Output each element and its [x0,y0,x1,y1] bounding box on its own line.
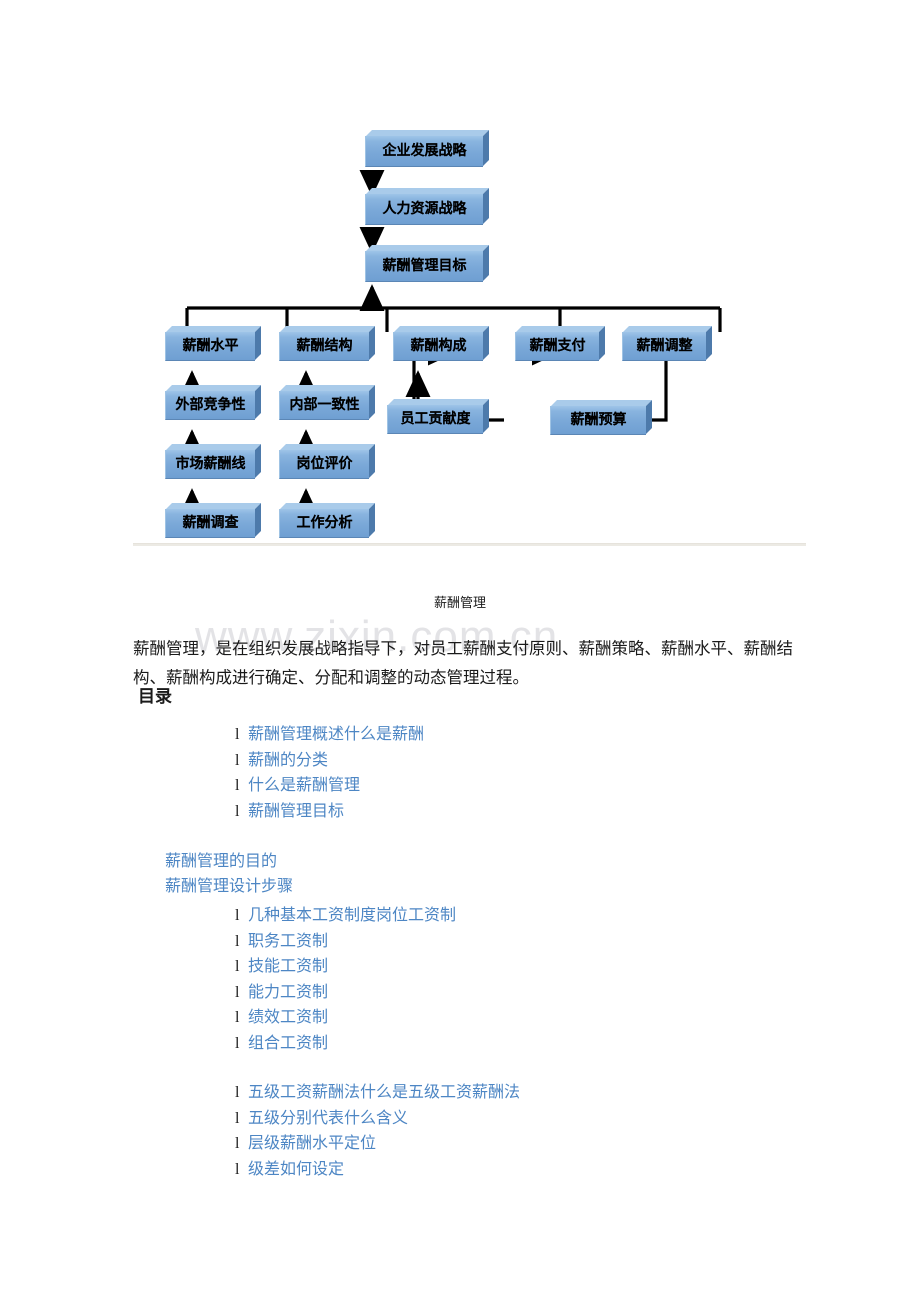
toc-item[interactable]: l 薪酬管理目标 [235,799,424,825]
toc-item[interactable]: l 什么是薪酬管理 [235,773,424,799]
node-salary-goal: 薪酬管理目标 [365,251,483,282]
toc-link[interactable]: 技能工资制 [248,958,329,975]
node-salary-adjustment: 薪酬调整 [622,332,706,361]
toc-link[interactable]: 五级分别代表什么含义 [248,1109,409,1127]
toc-group-wage-systems: l 几种基本工资制度岗位工资制 l 职务工资制 l 技能工资制 l 能力工资制 l 绩效工… [235,903,456,1056]
list-bullet-icon: l [235,1109,240,1127]
node-label: 内部一致性 [289,397,360,413]
node-label: 薪酬水平 [182,338,239,354]
node-salary-composition: 薪酬构成 [393,332,483,361]
toc-item[interactable]: l 能力工资制 [235,980,456,1006]
figure-caption: 薪酬管理 [433,595,486,610]
toc-item[interactable]: l 绩效工资制 [235,1005,456,1031]
list-bullet-icon: l [235,1034,240,1052]
list-bullet-icon: l [235,726,240,743]
node-label: 薪酬调查 [182,515,239,531]
toc-group-five-level: l 五级工资薪酬法什么是五级工资薪酬法 l 五级分别代表什么含义 l 层级薪酬水平定位… [235,1080,520,1182]
toc-link-design-steps[interactable]: 薪酬管理设计步骤 [165,878,294,895]
node-salary-survey: 薪酬调查 [165,509,255,538]
list-bullet-icon: l [235,777,240,794]
node-job-analysis: 工作分析 [279,509,369,538]
node-job-evaluation: 岗位评价 [279,450,369,479]
node-label: 薪酬构成 [410,338,467,354]
toc-link[interactable]: 层级薪酬水平定位 [248,1135,377,1152]
list-bullet-icon: l [235,751,240,769]
list-bullet-icon: l [235,1009,240,1026]
list-bullet-icon: l [235,932,240,950]
node-market-salary-line: 市场薪酬线 [165,450,255,479]
toc-link[interactable]: 薪酬管理目标 [248,802,345,820]
toc-item[interactable]: l 五级分别代表什么含义 [235,1106,520,1132]
toc-link[interactable]: 职务工资制 [248,932,329,950]
node-label: 岗位评价 [296,456,353,472]
node-label: 工作分析 [296,515,353,531]
node-label: 外部竞争性 [175,397,246,413]
node-enterprise-strategy: 企业发展战略 [365,136,483,167]
toc-link[interactable]: 什么是薪酬管理 [248,777,361,794]
node-label: 薪酬调整 [636,338,693,354]
node-employee-contribution: 员工贡献度 [387,405,483,434]
node-label: 薪酬支付 [529,338,586,354]
toc-item[interactable]: l 薪酬的分类 [235,748,424,774]
toc-link[interactable]: 几种基本工资制度岗位工资制 [248,907,457,924]
list-bullet-icon: l [235,983,240,1001]
list-bullet-icon: l [235,1084,240,1101]
node-internal-consistency: 内部一致性 [279,391,369,420]
node-salary-level: 薪酬水平 [165,332,255,361]
list-bullet-icon: l [235,1160,240,1178]
list-bullet-icon: l [235,907,240,924]
toc-link[interactable]: 五级工资薪酬法什么是五级工资薪酬法 [248,1084,521,1101]
toc-item[interactable]: l 层级薪酬水平定位 [235,1131,520,1157]
node-salary-budget: 薪酬预算 [550,406,646,435]
toc-item[interactable]: l 五级工资薪酬法什么是五级工资薪酬法 [235,1080,520,1106]
node-label: 薪酬管理目标 [382,258,467,274]
node-label: 员工贡献度 [400,411,471,427]
list-bullet-icon: l [235,802,240,820]
node-label: 薪酬结构 [296,338,353,354]
toc-item[interactable]: l 技能工资制 [235,954,456,980]
node-external-competitiveness: 外部竞争性 [165,391,255,420]
toc-link[interactable]: 绩效工资制 [248,1009,329,1026]
toc-link[interactable]: 能力工资制 [248,983,329,1001]
toc-group-overview: l 薪酬管理概述什么是薪酬 l 薪酬的分类 l 什么是薪酬管理 l 薪酬管理目标 [235,722,424,824]
toc-item[interactable]: l 职务工资制 [235,929,456,955]
intro-paragraph: 薪酬管理，是在组织发展战略指导下，对员工薪酬支付原则、薪酬策略、薪酬水平、薪酬结… [133,638,793,687]
horizontal-divider [133,543,806,546]
toc-item[interactable]: l 薪酬管理概述什么是薪酬 [235,722,424,748]
toc-link-purpose[interactable]: 薪酬管理的目的 [165,853,278,870]
node-hr-strategy: 人力资源战略 [365,194,483,225]
toc-link[interactable]: 级差如何设定 [248,1160,345,1178]
list-bullet-icon: l [235,1135,240,1152]
toc-item[interactable]: l 级差如何设定 [235,1157,520,1183]
node-label: 市场薪酬线 [175,456,246,472]
node-label: 企业发展战略 [382,143,467,159]
node-label: 薪酬预算 [570,412,627,428]
toc-link[interactable]: 薪酬的分类 [248,751,329,769]
toc-item[interactable]: l 几种基本工资制度岗位工资制 [235,903,456,929]
toc-link[interactable]: 薪酬管理概述什么是薪酬 [248,726,425,743]
node-salary-structure: 薪酬结构 [279,332,369,361]
toc-heading: 目录 [138,687,172,707]
salary-management-framework-diagram: 企业发展战略 人力资源战略 薪酬管理目标 薪酬水平 薪酬结构 薪酬构成 薪酬支付… [150,120,770,538]
list-bullet-icon: l [235,958,240,975]
node-label: 人力资源战略 [382,201,467,217]
toc-item[interactable]: l 组合工资制 [235,1031,456,1057]
toc-link[interactable]: 组合工资制 [248,1034,329,1052]
node-salary-payment: 薪酬支付 [515,332,599,361]
